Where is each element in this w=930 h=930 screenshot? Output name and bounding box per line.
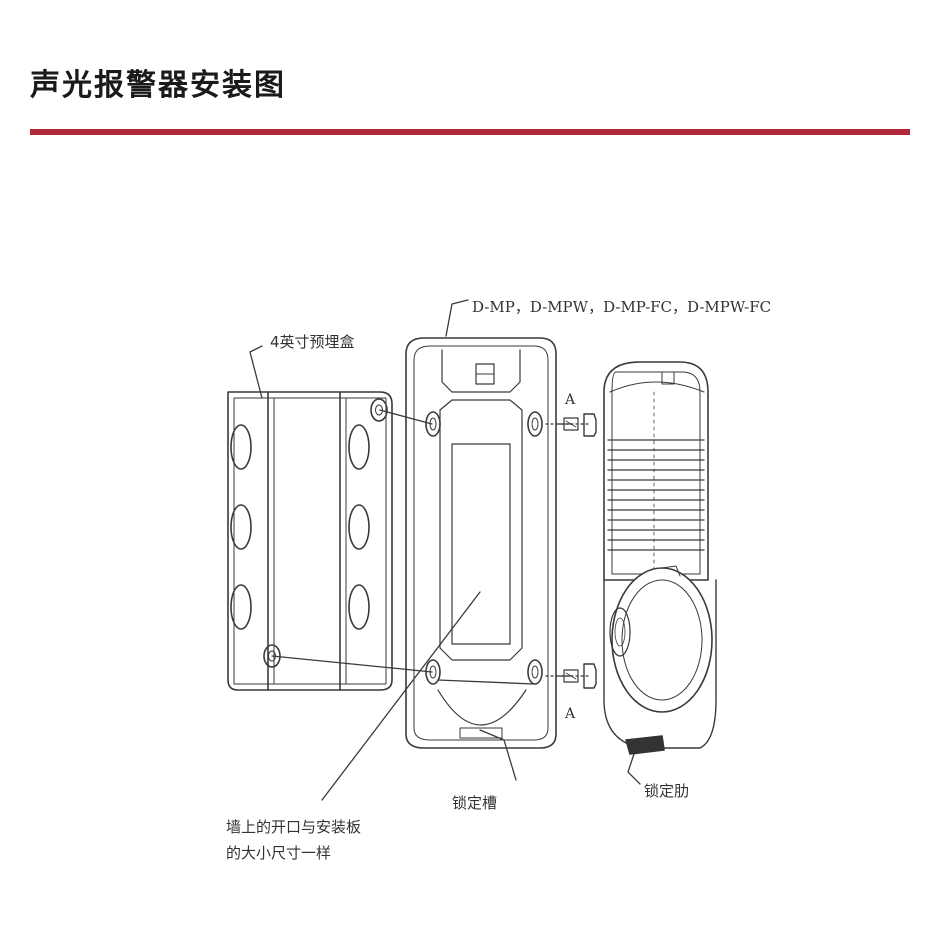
slot-label: 锁定槽 — [452, 794, 497, 812]
screw-top-label: A — [564, 392, 576, 408]
backbox — [227, 391, 393, 691]
mounting-plate — [405, 337, 557, 749]
locking-rib — [625, 735, 665, 755]
page-title: 声光报警器安装图 — [30, 68, 286, 103]
screw-bottom-label: A — [564, 706, 576, 722]
backbox-label: 4英寸预埋盒 — [270, 333, 355, 351]
models-label: D-MP，D-MPW，D-MP-FC，D-MPW-FC — [472, 298, 771, 316]
screw-top — [557, 413, 597, 437]
leader-lines — [249, 299, 641, 801]
horn-strobe-device — [603, 361, 717, 749]
rib-label: 锁定肋 — [644, 782, 689, 800]
title-rule — [30, 129, 910, 135]
wall-note-line2: 的大小尺寸一样 — [226, 844, 331, 862]
alignment-lines — [271, 409, 591, 685]
screw-bottom — [557, 663, 597, 689]
wall-note-line1: 墙上的开口与安装板 — [226, 818, 361, 836]
